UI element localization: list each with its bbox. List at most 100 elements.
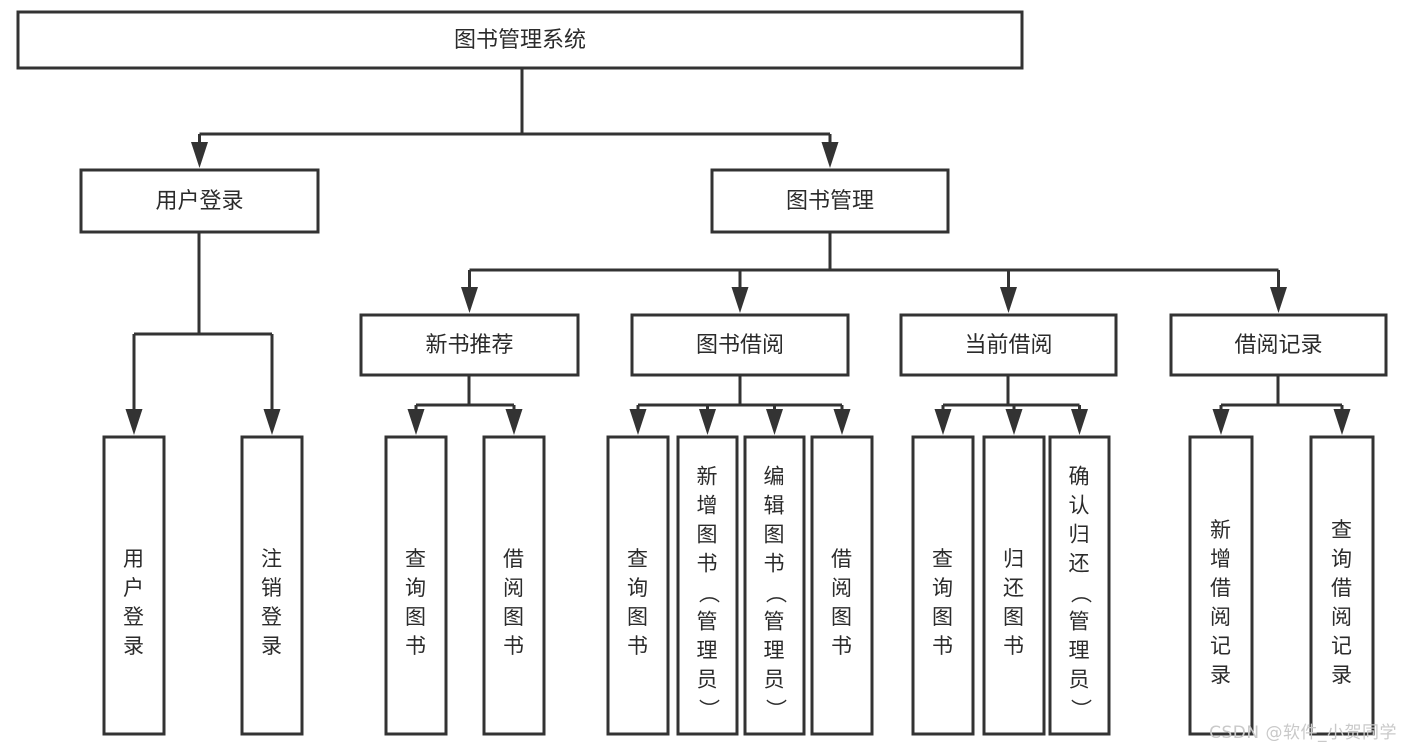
node-label-leaf-record-add-char-0: 新	[1210, 518, 1232, 542]
node-label-leaf-record-add-char-2: 借	[1210, 576, 1232, 600]
node-box-leaf-record-query	[1309, 435, 1375, 736]
node-box-leaf-borrow-query	[606, 435, 670, 736]
node-label-root: 图书管理系统	[454, 28, 586, 53]
node-label-leaf-new-borrow-char-2: 图	[503, 605, 525, 629]
node-label-leaf-record-add-char-5: 录	[1210, 663, 1232, 687]
node-leaf-user-login[interactable]: 用户登录	[102, 435, 166, 736]
node-label-leaf-record-query-char-3: 阅	[1331, 605, 1353, 629]
arrow-head-icon	[1000, 287, 1017, 313]
arrow-head-icon	[263, 409, 281, 435]
node-label-leaf-user-logout-char-2: 登	[261, 605, 283, 629]
node-label-login: 用户登录	[155, 189, 243, 214]
node-label-leaf-new-borrow-char-1: 阅	[503, 576, 525, 600]
node-label-leaf-record-query-char-2: 借	[1331, 576, 1353, 600]
node-box-leaf-record-add	[1188, 435, 1254, 736]
node-label-leaf-current-return-char-1: 还	[1003, 576, 1025, 600]
node-label-leaf-current-confirm-char-7: 员	[1069, 668, 1091, 692]
node-label-current: 当前借阅	[964, 333, 1052, 358]
node-box-borrow	[630, 313, 850, 377]
node-label-leaf-borrow-query-char-1: 询	[627, 576, 649, 600]
node-label-bookmgmt: 图书管理	[786, 189, 874, 214]
node-records[interactable]: 借阅记录	[1169, 313, 1388, 377]
node-label-leaf-user-login-char-3: 录	[123, 634, 145, 658]
node-label-leaf-borrow-add-char-7: 员	[697, 668, 719, 692]
connector-group-newbook	[407, 375, 523, 435]
node-box-root	[16, 10, 1024, 70]
node-label-leaf-borrow-edit-char-0: 编	[764, 465, 786, 489]
node-label-leaf-borrow-loan-char-2: 图	[831, 605, 853, 629]
node-box-leaf-current-query	[911, 435, 975, 736]
node-label-leaf-borrow-loan-char-1: 阅	[831, 576, 853, 600]
arrow-head-icon	[461, 287, 478, 313]
node-box-leaf-borrow-edit	[743, 435, 806, 736]
node-label-leaf-current-query-char-1: 询	[932, 576, 954, 600]
node-box-leaf-borrow-loan	[810, 435, 874, 736]
node-newbook[interactable]: 新书推荐	[359, 313, 580, 377]
node-label-leaf-current-return-char-0: 归	[1003, 547, 1025, 571]
connector-group-bookmgmt	[461, 232, 1287, 313]
node-label-leaf-current-query-char-2: 图	[932, 605, 954, 629]
node-current[interactable]: 当前借阅	[899, 313, 1118, 377]
node-label-leaf-record-query-char-5: 录	[1331, 663, 1353, 687]
node-label-leaf-borrow-edit-char-1: 辑	[764, 494, 786, 518]
node-label-leaf-current-confirm-char-6: 理	[1069, 639, 1091, 663]
node-label-leaf-current-return-char-2: 图	[1003, 605, 1025, 629]
node-label-records: 借阅记录	[1234, 333, 1322, 358]
node-login[interactable]: 用户登录	[79, 168, 320, 234]
node-layer: 图书管理系统用户登录图书管理新书推荐图书借阅当前借阅借阅记录用户登录注销登录查询…	[16, 10, 1388, 736]
node-box-newbook	[359, 313, 580, 377]
node-label-leaf-record-query-char-0: 查	[1331, 518, 1353, 542]
node-box-current	[899, 313, 1118, 377]
node-box-leaf-new-query	[384, 435, 448, 736]
node-root[interactable]: 图书管理系统	[16, 10, 1024, 70]
node-label-leaf-current-confirm-char-4: （	[1069, 583, 1093, 605]
node-label-leaf-new-query-char-1: 询	[405, 576, 427, 600]
arrow-head-icon	[699, 409, 716, 435]
node-label-leaf-current-return-char-3: 书	[1003, 634, 1025, 658]
node-box-leaf-current-return	[982, 435, 1046, 736]
node-label-leaf-user-login-char-0: 用	[123, 547, 145, 571]
node-label-leaf-borrow-query-char-2: 图	[627, 605, 649, 629]
node-label-leaf-borrow-edit-char-6: 理	[764, 639, 786, 663]
node-label-leaf-new-borrow-char-3: 书	[503, 634, 525, 658]
arrow-head-icon	[1270, 287, 1287, 313]
arrow-head-icon	[934, 409, 952, 435]
node-label-leaf-new-query-char-0: 查	[405, 547, 427, 571]
node-label-leaf-borrow-loan-char-0: 借	[831, 547, 853, 571]
node-label-leaf-borrow-add-char-4: （	[697, 583, 721, 605]
node-label-leaf-record-query-char-4: 记	[1331, 634, 1353, 658]
node-label-leaf-record-query-char-1: 询	[1331, 547, 1353, 571]
arrow-head-icon	[1005, 409, 1023, 435]
node-label-leaf-current-confirm-char-0: 确	[1069, 465, 1091, 489]
node-label-leaf-borrow-edit-char-8: ）	[764, 699, 788, 721]
node-borrow[interactable]: 图书借阅	[630, 313, 850, 377]
arrow-head-icon	[407, 409, 425, 435]
node-box-bookmgmt	[710, 168, 950, 234]
node-label-leaf-borrow-add-char-0: 新	[697, 465, 719, 489]
node-label-leaf-user-logout-char-1: 销	[261, 576, 283, 600]
node-bookmgmt[interactable]: 图书管理	[710, 168, 950, 234]
node-label-leaf-current-query-char-0: 查	[932, 547, 954, 571]
node-label-leaf-current-confirm-char-5: 管	[1069, 610, 1091, 634]
arrow-head-icon	[833, 409, 851, 435]
arrow-head-icon	[731, 287, 749, 313]
arrow-head-icon	[191, 142, 208, 168]
node-label-leaf-user-login-char-1: 户	[123, 576, 145, 600]
node-box-records	[1169, 313, 1388, 377]
arrow-head-icon	[629, 409, 647, 435]
node-label-leaf-record-add-char-1: 增	[1210, 547, 1232, 571]
